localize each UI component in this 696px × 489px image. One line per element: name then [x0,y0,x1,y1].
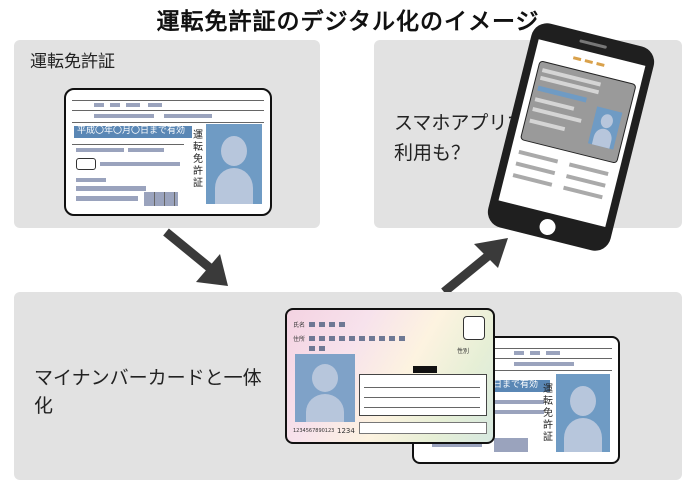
mynumber-card: 氏名 住所 性別 1234567890123 1234 [285,308,495,444]
back-validity-strip: 日まで有効 [490,380,550,392]
back-license-photo [556,374,610,452]
arrow-up-right-icon [441,238,508,296]
license-photo [206,124,262,204]
card-number: 1234 [337,427,355,435]
license-panel-label: 運転免許証 [30,52,115,72]
license-vertical-label: 運転免許証 [193,130,203,189]
mynumber-panel-label: マイナンバーカードと一体化 [34,367,262,417]
sex-label: 性別 [457,348,470,355]
validity-strip: 平成〇年〇月〇日まで有効 [74,126,192,138]
validity-text: 平成〇年〇月〇日まで有効 [77,126,186,136]
small-digits: 1234567890123 [293,428,335,434]
smartphone-panel-label: スマホアプリで利用も？ [394,112,527,164]
page-title: 運転免許証のデジタル化のイメージ [156,9,540,35]
drivers-license-card: 平成〇年〇月〇日まで有効 運転免許証 [64,88,272,216]
mynumber-photo [295,354,355,422]
license-chip-box [76,158,96,170]
name-label: 氏名 [293,322,306,329]
back-license-vertical-label: 運転免許証 [543,384,553,443]
arrow-down-right-icon [163,228,228,286]
chip-box [463,316,485,340]
address-label: 住所 [293,336,306,343]
license-panel: 運転免許証 平成〇年〇月〇日まで有効 運転免許証 [14,40,320,228]
back-validity-text: 日まで有効 [493,380,539,390]
